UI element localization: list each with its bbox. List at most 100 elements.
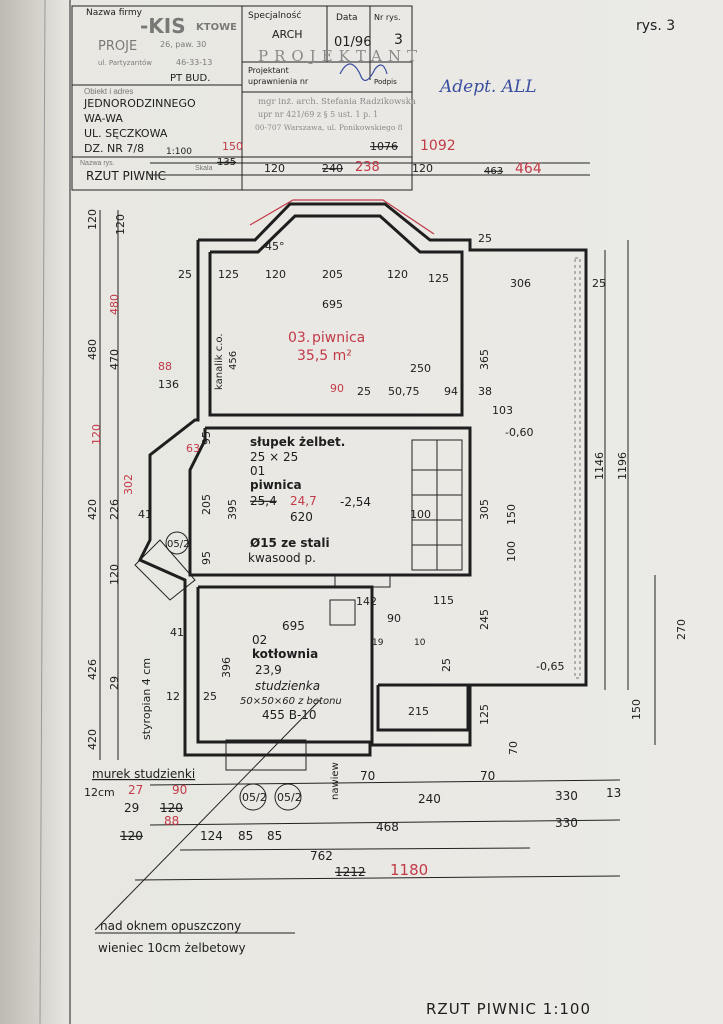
svg-text:1076: 1076 [370,140,398,153]
drawing-name-label: Nazwa rys. [80,160,115,167]
svg-text:25: 25 [592,277,606,290]
styrofoam-label: styropian 4 cm [140,658,153,740]
svg-text:63: 63 [186,442,200,455]
dimension-lines [94,210,656,934]
svg-text:120: 120 [120,829,143,843]
svg-text:KTOWE: KTOWE [196,22,237,33]
svg-text:03.: 03. [288,330,310,346]
top-dimension-line: 1076 1092 135 150 120 240 238 120 463 46… [150,138,590,177]
svg-text:120: 120 [160,801,183,815]
sewer-size: 456 [228,351,239,370]
svg-text:19: 19 [372,638,384,648]
stairs [411,439,463,571]
svg-text:120: 120 [86,209,99,230]
svg-text:studzienka: studzienka [255,679,320,693]
svg-text:25: 25 [478,232,492,245]
svg-text:70: 70 [507,741,520,755]
object-line: UL. SĘCZKOWA [84,127,168,140]
lintel-note-2: wieniec 10cm żelbetowy [98,941,246,955]
svg-text:150: 150 [505,504,518,525]
svg-text:25: 25 [203,690,217,703]
svg-text:245: 245 [478,609,491,630]
svg-text:420: 420 [86,499,99,520]
svg-text:124: 124 [200,829,223,843]
sheet-label: rys. 3 [636,18,675,34]
svg-text:396: 396 [220,657,233,678]
svg-text:306: 306 [510,277,531,290]
svg-text:25 × 25: 25 × 25 [250,450,298,464]
svg-text:365: 365 [478,349,491,370]
svg-text:01: 01 [250,464,265,478]
svg-text:piwnica: piwnica [312,330,365,346]
svg-text:330: 330 [555,789,578,803]
window-tag: 05/2 [239,783,267,811]
right-dimensions: 1196 1146 365 305 150 100 270 150 245 11… [356,349,688,755]
date-label: Data [336,13,358,23]
svg-text:250: 250 [410,362,431,375]
window-tag: 05/2 [165,531,189,555]
svg-text:85: 85 [238,829,253,843]
date-value: 01/96 [334,35,371,50]
adept-note: Adept. ALL [438,77,537,97]
room-01: słupek żelbet. 25 × 25 01 piwnica 25,4 2… [248,435,371,565]
svg-text:90: 90 [330,382,344,395]
svg-text:464: 464 [515,161,542,177]
svg-text:85: 85 [267,829,282,843]
svg-text:26, paw. 30: 26, paw. 30 [160,40,206,49]
svg-text:1092: 1092 [420,138,456,154]
drawing-name-value: RZUT PIWNIC [86,169,166,183]
designer-stamp: PROJEKTANT [258,47,423,65]
svg-text:695: 695 [282,619,305,633]
svg-text:-KIS: -KIS [140,14,186,38]
signature [339,63,388,81]
svg-text:46-33-13: 46-33-13 [176,58,212,67]
designer-address: 00-707 Warszawa, ul. Ponikowskiego 8 [255,123,403,132]
svg-text:05/2: 05/2 [242,791,267,804]
object-line: DZ. NR 7/8 [84,142,144,155]
svg-text:455 B-10: 455 B-10 [262,708,317,722]
svg-text:29: 29 [108,676,121,690]
svg-text:150: 150 [630,699,643,720]
svg-text:41: 41 [138,508,152,521]
top-room-dimensions: 25 125 120 205 120 125 25 306 25 695 45°… [178,232,606,521]
svg-text:120: 120 [387,268,408,281]
svg-text:620: 620 [290,510,313,524]
svg-text:50,75: 50,75 [388,385,420,398]
window-well [225,739,307,771]
svg-text:1180: 1180 [390,861,428,879]
svg-text:695: 695 [322,298,343,311]
svg-text:142: 142 [356,595,377,608]
svg-text:125: 125 [218,268,239,281]
signature-label: Podpis [374,78,397,86]
scale-value: 1:100 [166,147,192,157]
svg-text:70: 70 [480,769,495,783]
chimney [334,574,391,588]
lintel-note: nad oknem opuszczony [100,919,241,933]
svg-text:05/2: 05/2 [277,791,302,804]
svg-text:25,4: 25,4 [250,494,277,508]
svg-text:120: 120 [90,424,103,445]
svg-text:395: 395 [226,499,239,520]
svg-text:38: 38 [478,385,492,398]
svg-text:70: 70 [360,769,375,783]
svg-text:95: 95 [200,431,213,445]
svg-text:23,9: 23,9 [255,663,282,677]
svg-text:kwasood p.: kwasood p. [248,551,316,565]
svg-text:25: 25 [357,385,371,398]
designer-license: upr nr 421/69 z § 5 ust. 1 p. 1 [258,110,378,119]
left-dimensions: 120 120 480 470 420 426 29 420 120 226 4… [86,209,239,750]
binding-edge [39,0,46,1024]
svg-text:ul. Partyzantów: ul. Partyzantów [98,59,152,67]
designer-name: mgr inż. arch. Stefania Radzikowska [258,97,416,107]
scale-label: Skala [195,165,213,172]
drawing-no-label: Nr rys. [374,13,401,22]
svg-text:90: 90 [387,612,401,625]
svg-text:kotłownia: kotłownia [252,647,318,661]
svg-text:29: 29 [124,801,139,815]
svg-text:100: 100 [410,508,431,521]
svg-text:302: 302 [122,474,135,495]
svg-text:115: 115 [433,594,454,607]
svg-text:463: 463 [484,166,503,177]
svg-text:88: 88 [158,360,172,373]
svg-text:480: 480 [86,339,99,360]
